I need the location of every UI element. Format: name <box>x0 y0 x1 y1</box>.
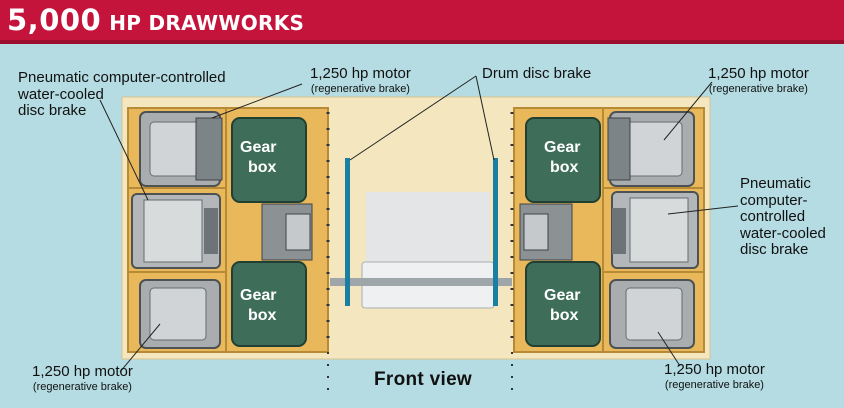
label-bottom-right-motor: 1,250 hp motor (regenerative brake) <box>664 361 765 391</box>
motor-top-right <box>607 111 695 187</box>
page-title: 5,000 HP DRAWWORKS <box>7 3 304 43</box>
gearbox-label-line1: Gear <box>544 139 580 156</box>
label-top-left-motor: 1,250 hp motor (regenerative brake) <box>310 65 411 95</box>
title-bar-edge <box>0 40 844 44</box>
gearbox-label-line2: box <box>248 307 277 324</box>
gearbox-label-line2: box <box>550 159 579 176</box>
gearbox-top-right: Gear box <box>525 117 601 203</box>
drum <box>330 192 512 309</box>
leader-lines <box>99 75 739 373</box>
label-right-brake-line4: water-cooled <box>740 224 826 242</box>
label-left-brake-line2: water-cooled <box>18 85 104 103</box>
brake-right <box>611 191 699 269</box>
motor-top-left <box>139 111 223 187</box>
gearbox-label-line2: box <box>550 307 579 324</box>
label-left-brake-line1: Pneumatic computer-controlled <box>18 69 226 86</box>
title-bar: 5,000 HP DRAWWORKS <box>0 0 844 44</box>
motor-label-main: 1,250 hp motor <box>310 65 411 82</box>
title-power: 5,000 <box>7 3 102 37</box>
title-rest: HP DRAWWORKS <box>109 11 305 35</box>
motor-label-main: 1,250 hp motor <box>708 65 809 82</box>
drum-brake-label: Drum disc brake <box>482 65 592 82</box>
gearbox-label-line1: Gear <box>544 287 580 304</box>
gearbox-label-line1: Gear <box>240 287 276 304</box>
label-right-brake: Pneumatic computer- controlled water-coo… <box>740 175 826 259</box>
label-drum-brake: Drum disc brake <box>482 65 592 83</box>
drum-disc-brake-left <box>345 158 350 306</box>
motor-label-sub: (regenerative brake) <box>708 82 808 95</box>
front-view-label: Front view <box>374 369 473 390</box>
gearbox-bottom-right: Gear box <box>525 261 601 347</box>
motor-label-main: 1,250 hp motor <box>664 361 765 378</box>
motor-bottom-right <box>609 279 695 349</box>
brake-left <box>131 193 221 269</box>
gearbox-top-left: Gear box <box>231 117 307 203</box>
label-left-brake: Pneumatic computer-controlled water-cool… <box>18 69 226 120</box>
gearbox-label-line2: box <box>248 159 277 176</box>
label-right-brake-line5: disc brake <box>740 241 809 258</box>
drum-disc-brake-right <box>493 158 498 306</box>
label-right-brake-line1: Pneumatic <box>740 175 811 192</box>
gearbox-label-line1: Gear <box>240 139 276 156</box>
label-right-brake-line3: controlled <box>740 208 806 225</box>
label-top-right-motor: 1,250 hp motor (regenerative brake) <box>708 65 809 95</box>
label-right-brake-line2: computer- <box>740 191 808 209</box>
label-left-brake-line3: disc brake <box>18 102 87 119</box>
coupling-right <box>519 203 573 261</box>
motor-label-main: 1,250 hp motor <box>32 363 133 380</box>
motor-label-sub: (regenerative brake) <box>32 380 132 393</box>
coupling-left <box>261 203 313 261</box>
motor-label-sub: (regenerative brake) <box>310 82 410 95</box>
motor-label-sub: (regenerative brake) <box>664 378 764 391</box>
label-bottom-left-motor: 1,250 hp motor (regenerative brake) <box>32 363 133 393</box>
motor-bottom-left <box>139 279 221 349</box>
gearbox-bottom-left: Gear box <box>231 261 307 347</box>
